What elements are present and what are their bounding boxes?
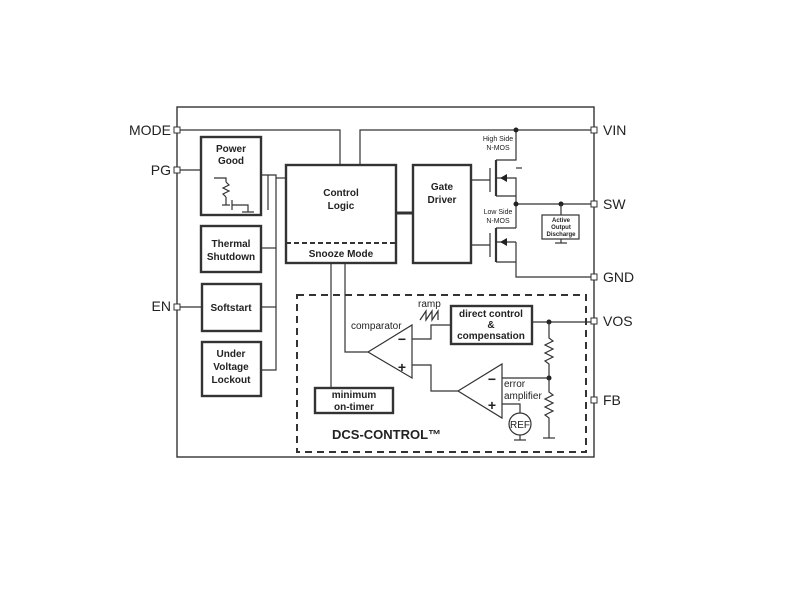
power-good-label-2: Good <box>218 156 244 167</box>
error-amp-minus: − <box>488 371 496 387</box>
resistor-top <box>543 322 555 378</box>
min-on-timer-label-2: on-timer <box>334 402 374 413</box>
gate-driver-label-2: Driver <box>428 195 457 206</box>
thermal-shutdown-label-1: Thermal <box>212 239 251 250</box>
direct-control-label-3: compensation <box>457 331 525 342</box>
ramp-waveform <box>419 309 439 322</box>
resistor-bottom <box>543 378 555 438</box>
comparator-symbol <box>366 323 413 380</box>
pin-label-sw: SW <box>603 196 626 212</box>
pin-vin: VIN <box>590 122 626 138</box>
gate-driver-label-1: Gate <box>431 182 454 193</box>
softstart-label: Softstart <box>210 303 252 314</box>
softstart-block <box>200 282 263 333</box>
pin-label-vin: VIN <box>603 122 626 138</box>
dcs-control-title: DCS-CONTROL™ <box>332 427 441 442</box>
pin-mode: MODE <box>129 122 181 138</box>
direct-control-label-2: & <box>487 320 494 331</box>
min-on-timer-label-1: minimum <box>332 390 377 401</box>
pin-vos: VOS <box>590 313 633 329</box>
error-amp-label-2: amplifier <box>504 391 542 402</box>
active-discharge-label-2: Output <box>551 225 571 231</box>
comparator-plus: + <box>398 359 406 375</box>
junction-sw <box>513 201 519 207</box>
wire-comp-to-comparator <box>412 324 451 340</box>
wire-erramp-plus <box>502 403 521 413</box>
ic-outline <box>176 106 595 458</box>
power-good-block <box>199 135 263 217</box>
power-good-transistor <box>214 177 254 213</box>
thermal-shutdown-label-2: Shutdown <box>207 252 255 263</box>
snooze-mode-label: Snooze Mode <box>309 249 374 260</box>
high-side-label-2: N-MOS <box>486 145 510 152</box>
dcs-control-region <box>296 294 587 453</box>
power-good-label-1: Power <box>216 144 246 155</box>
direct-control-label-1: direct control <box>459 309 523 320</box>
ref-label: REF <box>510 420 530 431</box>
ground-symbol-discharge <box>555 239 567 244</box>
wire-sw <box>515 196 591 205</box>
low-side-label-1: Low Side <box>484 209 513 216</box>
control-logic-label-1: Control <box>323 188 359 199</box>
pin-label-pg: PG <box>151 162 171 178</box>
uvlo-label-2: Voltage <box>213 362 249 373</box>
comparator-label: comparator <box>351 321 402 332</box>
pin-label-vos: VOS <box>603 313 633 329</box>
control-logic-label-2: Logic <box>328 201 355 212</box>
wire-vin-drain <box>496 130 517 161</box>
control-logic-block <box>284 163 398 265</box>
junction-vin <box>513 127 519 133</box>
wire-vin <box>359 129 591 165</box>
ground-symbol-ref <box>514 435 526 441</box>
wire-logic-comparator <box>344 263 368 353</box>
min-on-timer-block <box>313 386 395 415</box>
ramp-label: ramp <box>418 299 441 310</box>
high-side-label-1: High Side <box>483 136 513 143</box>
wire-gnd <box>515 262 591 278</box>
low-side-nmos <box>489 227 517 263</box>
comparator-minus: − <box>398 331 406 347</box>
low-side-label-2: N-MOS <box>486 218 510 225</box>
active-discharge-label-1: Active <box>552 218 571 224</box>
pin-pg: PG <box>151 162 181 178</box>
error-amp-plus: + <box>488 397 496 413</box>
pin-gnd: GND <box>590 269 634 285</box>
direct-control-block <box>449 304 534 346</box>
wire-mode <box>180 129 341 165</box>
error-amp-symbol <box>456 362 503 420</box>
uvlo-label-1: Under <box>217 349 246 360</box>
pin-en: EN <box>152 298 181 314</box>
gate-driver-block <box>411 163 473 265</box>
high-side-nmos <box>489 160 522 197</box>
pin-label-fb: FB <box>603 392 621 408</box>
pin-fb: FB <box>590 392 621 408</box>
pin-label-mode: MODE <box>129 122 171 138</box>
wire-erramp-out <box>412 364 458 392</box>
active-discharge-label-3: Discharge <box>546 232 576 238</box>
uvlo-block <box>200 340 263 398</box>
pin-label-en: EN <box>152 298 171 314</box>
uvlo-label-3: Lockout <box>212 375 252 386</box>
thermal-shutdown-block <box>199 224 263 274</box>
pin-label-gnd: GND <box>603 269 634 285</box>
error-amp-label-1: error <box>504 379 526 390</box>
pin-sw: SW <box>590 196 626 212</box>
